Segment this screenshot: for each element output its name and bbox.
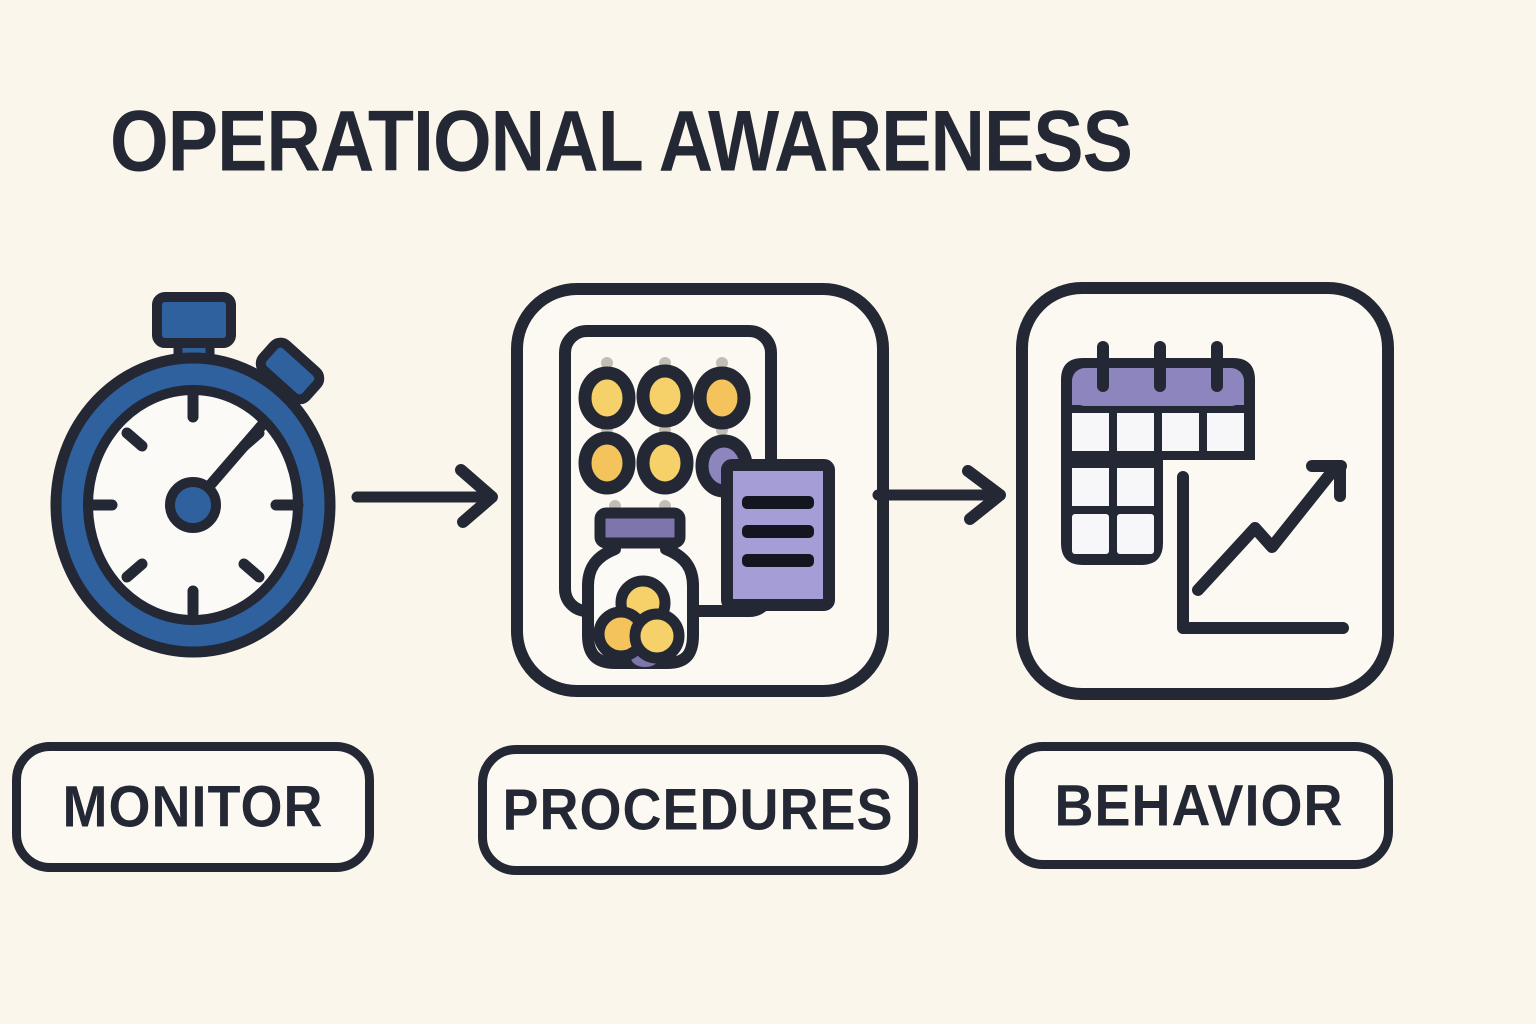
- document-lines: [742, 496, 814, 567]
- medication-blister-bottle-document-icon: [511, 283, 889, 697]
- calendar-trend-chart-icon: [1016, 282, 1394, 700]
- document: [721, 459, 835, 611]
- stopwatch-hub: [165, 477, 221, 533]
- procedures-label-box: PROCEDURES: [478, 745, 918, 875]
- chart-arrowhead: [1306, 460, 1347, 502]
- behavior-label: BEHAVIOR: [1054, 773, 1344, 838]
- calendar-frame: [1061, 358, 1255, 565]
- blister-pills: [578, 364, 753, 498]
- page-title: OPERATIONAL AWARENESS: [110, 93, 1133, 190]
- trend-chart: [1177, 460, 1349, 634]
- calendar-cells: [1072, 413, 1244, 554]
- monitor-label-box: MONITOR: [12, 742, 374, 872]
- monitor-label: MONITOR: [62, 774, 324, 840]
- stopwatch-top-button: [152, 292, 236, 370]
- bottle-pills: [593, 575, 685, 664]
- pill-bottle: [582, 507, 699, 669]
- arrow-right-icon: [872, 465, 1006, 525]
- chart-axes: [1177, 471, 1349, 634]
- stopwatch-icon: [50, 292, 336, 658]
- chart-trend-line: [1192, 462, 1341, 596]
- procedures-label: PROCEDURES: [502, 777, 894, 843]
- behavior-label-box: BEHAVIOR: [1005, 742, 1393, 869]
- calendar-pegs: [1097, 341, 1223, 392]
- arrow-right-icon: [351, 464, 498, 528]
- bottle-cap: [594, 507, 686, 549]
